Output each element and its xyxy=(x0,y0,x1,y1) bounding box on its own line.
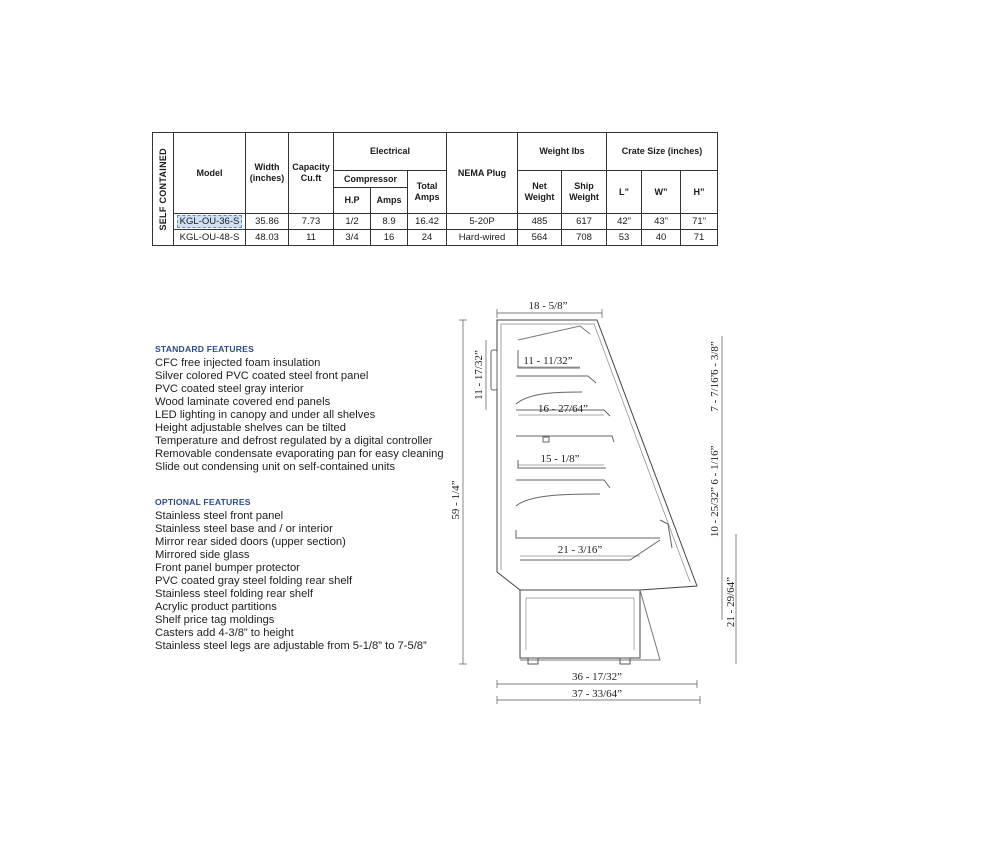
standard-features-title: STANDARD FEATURES xyxy=(155,344,255,354)
feature-item: Temperature and defrost regulated by a d… xyxy=(155,435,433,447)
dim-deck: 21 - 3/16” xyxy=(558,544,603,556)
col-crate: Crate Size (inches) xyxy=(606,132,718,171)
optional-features-title: OPTIONAL FEATURES xyxy=(155,497,251,507)
dim-top-width: 18 - 5/8” xyxy=(528,300,567,312)
dim-overall-depth: 37 - 33/64” xyxy=(572,688,622,700)
cell-l: 42” xyxy=(606,213,642,230)
feature-item: Slide out condensing unit on self-contai… xyxy=(155,461,396,473)
cell-w: 40 xyxy=(641,229,681,246)
col-nema: NEMA Plug xyxy=(446,132,518,214)
cell-l: 53 xyxy=(606,229,642,246)
feature-item: Stainless steel base and / or interior xyxy=(155,523,333,535)
cell-net: 564 xyxy=(517,229,562,246)
cell-model[interactable]: KGL-OU-36-S xyxy=(173,213,246,230)
feature-item: Wood laminate covered end panels xyxy=(155,396,331,408)
dim-upper-shelf: 11 - 11/32” xyxy=(523,355,572,367)
col-hp: H.P xyxy=(333,187,371,214)
feature-item: Acrylic product partitions xyxy=(155,601,277,613)
cell-amps: 16 xyxy=(370,229,408,246)
feature-item: Stainless steel front panel xyxy=(155,510,284,522)
feature-item: Shelf price tag moldings xyxy=(155,614,275,626)
cell-width: 48.03 xyxy=(245,229,289,246)
cell-capacity: 7.73 xyxy=(288,213,334,230)
col-capacity: Capacity Cu.ft xyxy=(288,132,334,214)
col-crate-l: L” xyxy=(606,170,642,214)
feature-item: PVC coated gray steel folding rear shelf xyxy=(155,575,353,587)
spec-table: SELF CONTAINED Model Width (inches) Capa… xyxy=(152,132,718,246)
feature-item: Height adjustable shelves can be tilted xyxy=(155,422,346,434)
feature-item: Stainless steel legs are adjustable from… xyxy=(155,640,427,652)
dim-right-4: 10 - 25/32” xyxy=(709,487,721,537)
cell-ship: 708 xyxy=(561,229,607,246)
cell-hp: 1/2 xyxy=(333,213,371,230)
col-model: Model xyxy=(173,132,246,214)
table-row: KGL-OU-36-S 35.86 7.73 1/2 8.9 16.42 5-2… xyxy=(153,213,718,230)
cell-hp: 3/4 xyxy=(333,229,371,246)
self-contained-label: SELF CONTAINED xyxy=(152,132,174,246)
standard-features: STANDARD FEATURES CFC free injected foam… xyxy=(155,343,444,474)
cell-nema: Hard-wired xyxy=(446,229,518,246)
cell-model: KGL-OU-48-S xyxy=(173,229,246,246)
feature-item: PVC coated steel gray interior xyxy=(155,383,304,395)
feature-item: LED lighting in canopy and under all she… xyxy=(155,409,376,421)
case-side-elevation-drawing: 18 - 5/8” 11 - 11/32” 16 - 27/64” 15 - 1… xyxy=(450,300,737,704)
optional-features: OPTIONAL FEATURES Stainless steel front … xyxy=(155,496,427,653)
cell-total-amps: 16.42 xyxy=(407,213,447,230)
cell-ship: 617 xyxy=(561,213,607,230)
col-amps: Amps xyxy=(370,187,408,214)
cell-total-amps: 24 xyxy=(407,229,447,246)
cell-h: 71” xyxy=(680,213,718,230)
dim-base-depth: 36 - 17/32” xyxy=(572,671,622,683)
col-compressor: Compressor xyxy=(333,170,408,188)
col-net-weight: Net Weight xyxy=(517,170,562,214)
col-crate-h: H” xyxy=(680,170,718,214)
feature-item: Silver colored PVC coated steel front pa… xyxy=(155,370,369,382)
col-total-amps: Total Amps xyxy=(407,170,447,214)
dim-right-5: 21 - 29/64” xyxy=(725,577,737,627)
cell-w: 43” xyxy=(641,213,681,230)
col-ship-weight: Ship Weight xyxy=(561,170,607,214)
dim-overall-height: 59 - 1/4” xyxy=(450,480,462,519)
feature-item: Front panel bumper protector xyxy=(155,562,300,574)
dim-right-1: 6 - 3/8” xyxy=(709,341,721,375)
col-crate-w: W” xyxy=(641,170,681,214)
feature-item: CFC free injected foam insulation xyxy=(155,357,321,369)
feature-item: Mirror rear sided doors (upper section) xyxy=(155,536,346,548)
cell-amps: 8.9 xyxy=(370,213,408,230)
col-weight: Weight lbs xyxy=(517,132,607,171)
cell-capacity: 11 xyxy=(288,229,334,246)
dim-canopy-height: 11 - 17/32” xyxy=(473,350,485,400)
table-row: KGL-OU-48-S 48.03 11 3/4 16 24 Hard-wire… xyxy=(153,229,718,246)
feature-item: Removable condensate evaporating pan for… xyxy=(155,448,444,460)
cell-h: 71 xyxy=(680,229,718,246)
feature-item: Casters add 4-3/8” to height xyxy=(155,627,294,639)
cell-nema: 5-20P xyxy=(446,213,518,230)
dim-right-3: 6 - 1/16” xyxy=(709,445,721,484)
feature-item: Stainless steel folding rear shelf xyxy=(155,588,313,600)
dim-lower-shelf: 15 - 1/8” xyxy=(540,453,579,465)
dim-right-2: 7 - 7/16” xyxy=(709,372,721,411)
cell-width: 35.86 xyxy=(245,213,289,230)
col-electrical: Electrical xyxy=(333,132,447,171)
feature-item: Mirrored side glass xyxy=(155,549,250,561)
col-width: Width (inches) xyxy=(245,132,289,214)
cell-net: 485 xyxy=(517,213,562,230)
dim-mid-shelf: 16 - 27/64” xyxy=(538,403,588,415)
